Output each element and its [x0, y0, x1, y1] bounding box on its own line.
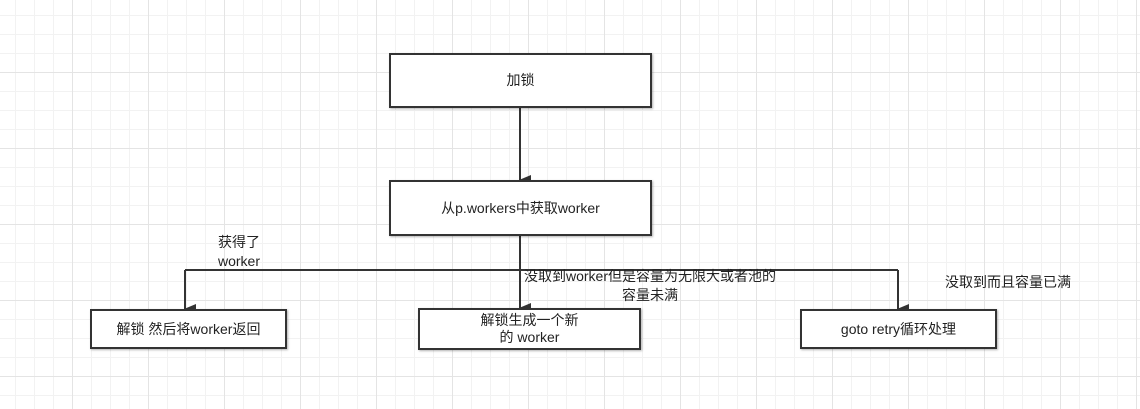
- label-not-got-unlimited: 没取到worker但是容量为无限大或者池的容量未满: [523, 268, 776, 303]
- label-got-worker: 获得了 worker: [217, 234, 260, 269]
- node-unlock-new: 解锁生成一个新的 worker: [418, 308, 641, 350]
- label-not-got-full: 没取到而且容量已满: [945, 274, 1071, 290]
- node-lock: 加锁: [389, 53, 652, 108]
- node-retry: goto retry循环处理: [800, 309, 997, 349]
- node-unlock-return: 解锁 然后将worker返回: [90, 309, 287, 349]
- node-get-worker: 从p.workers中获取worker: [389, 180, 652, 236]
